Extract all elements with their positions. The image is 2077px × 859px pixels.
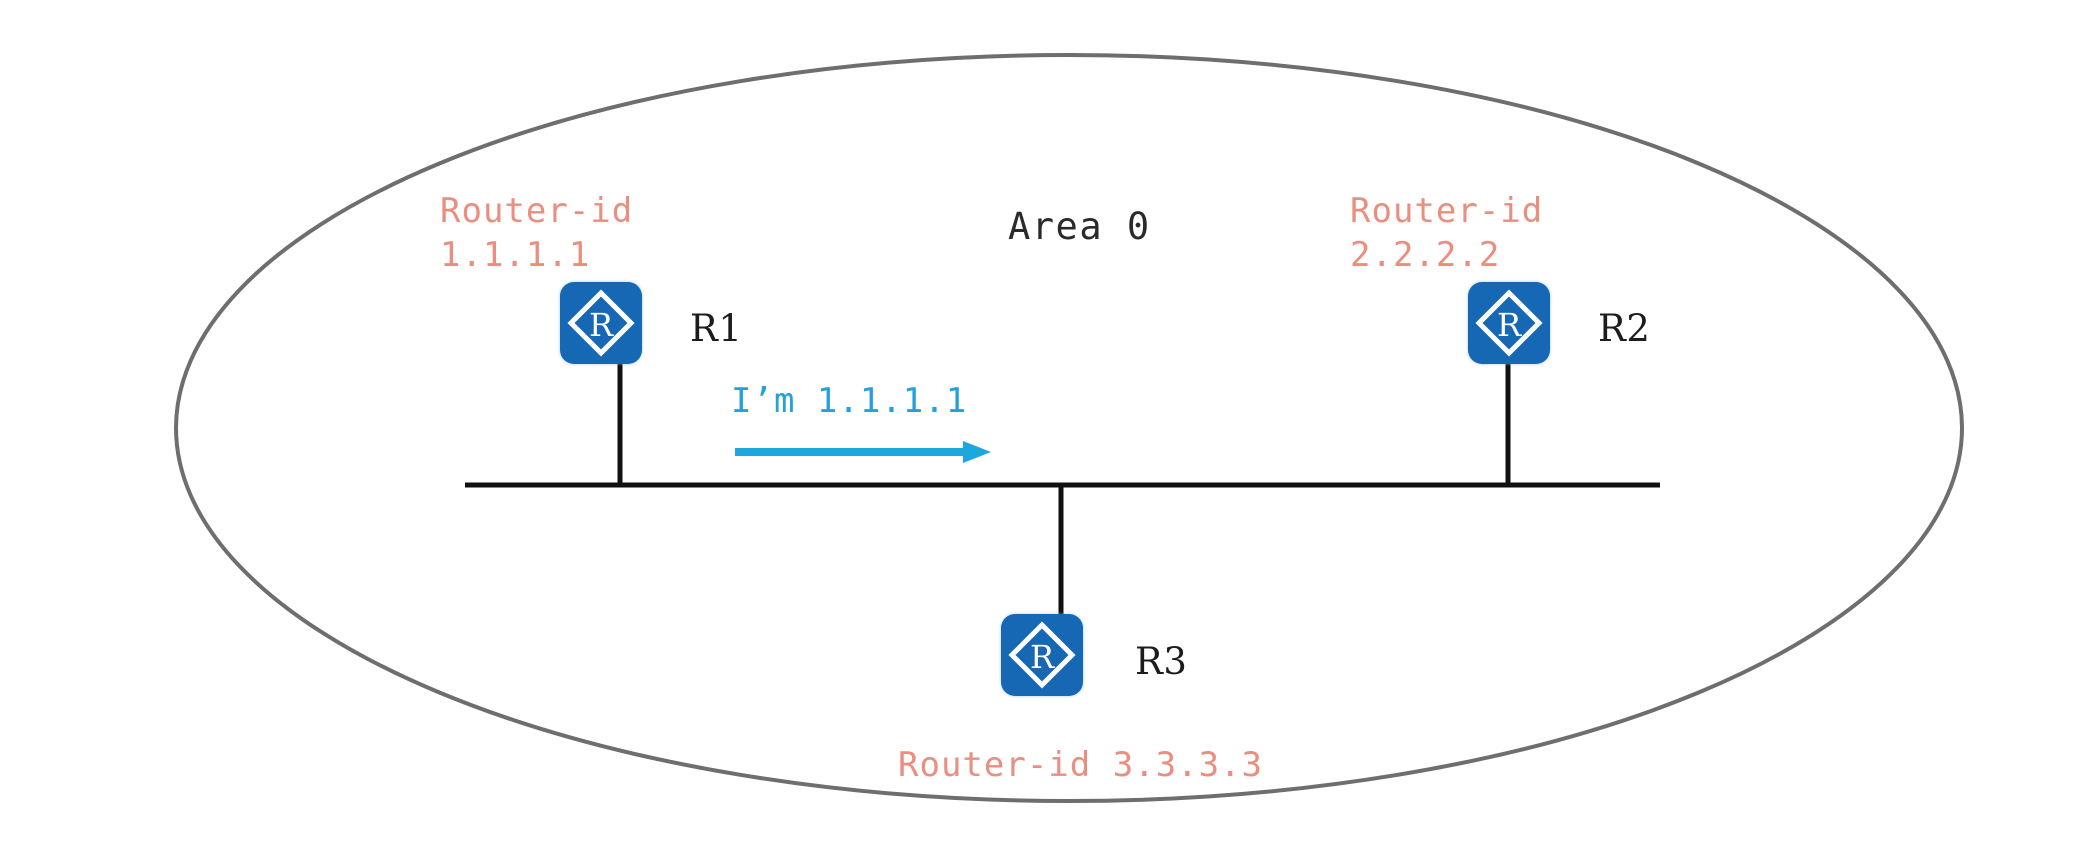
router-node-r1[interactable]: R xyxy=(560,282,642,364)
hello-flow-label: I’m 1.1.1.1 xyxy=(731,381,968,421)
hello-flow-arrow xyxy=(735,441,991,463)
router-id-label-r2: Router-id 2.2.2.2 xyxy=(1350,191,1544,275)
svg-text:R: R xyxy=(1030,638,1055,676)
svg-text:R: R xyxy=(1497,306,1522,344)
router-node-r3[interactable]: R xyxy=(1001,614,1083,696)
router-node-r2[interactable]: R xyxy=(1468,282,1550,364)
router-id-label-r3: Router-id 3.3.3.3 xyxy=(898,745,1263,785)
ospf-area-boundary-ellipse xyxy=(174,53,1964,803)
router-icon: R xyxy=(567,289,635,357)
router-icon: R xyxy=(1475,289,1543,357)
router-id-label-r1: Router-id 1.1.1.1 xyxy=(440,191,634,275)
router-icon: R xyxy=(1008,621,1076,689)
device-label-r1: R1 xyxy=(690,307,743,350)
svg-text:R: R xyxy=(589,306,614,344)
device-label-r2: R2 xyxy=(1598,307,1651,350)
area-label: Area 0 xyxy=(1008,205,1151,248)
device-label-r3: R3 xyxy=(1135,640,1188,683)
